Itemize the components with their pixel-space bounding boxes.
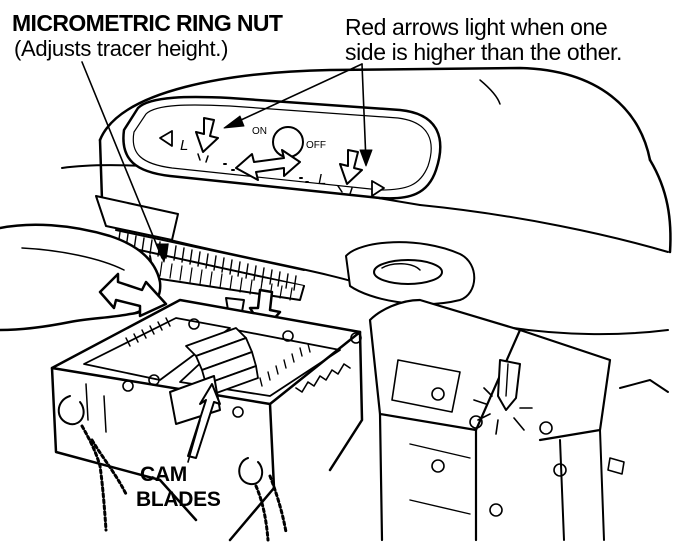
double-arrow-icon <box>235 149 301 181</box>
contact-spark-icon <box>473 387 533 435</box>
cam-blades-label-line2: BLADES <box>136 488 221 511</box>
right-arrow-pointer-icon <box>359 149 373 167</box>
left-side-letter: L <box>180 137 188 154</box>
right-indicator-icon <box>371 180 385 197</box>
right-dial <box>345 241 476 306</box>
micrometric-ring-nut <box>95 195 305 301</box>
left-indicator-icon <box>159 130 173 147</box>
ring-nut-pointer-icon <box>155 243 169 263</box>
switch-off-label: OFF <box>306 140 326 151</box>
control-panel: L L ON OFF <box>122 95 442 200</box>
left-down-arrow-icon <box>195 117 219 163</box>
power-switch-button[interactable] <box>272 126 304 158</box>
hand-illustration <box>0 223 162 332</box>
key-chain-left <box>57 395 128 532</box>
left-arrow-pointer-icon <box>223 115 245 129</box>
right-down-arrow-icon <box>337 149 363 195</box>
arrows-note-line1: Red arrows light when one <box>345 14 608 40</box>
left-clamp <box>50 298 364 542</box>
right-clamp <box>368 298 669 542</box>
ring-nut-title: MICROMETRIC RING NUT <box>12 10 283 36</box>
key-chain-right <box>238 457 288 542</box>
cutter <box>473 359 533 435</box>
cam-pointer-arrow-icon <box>187 383 221 459</box>
switch-on-label: ON <box>252 126 267 137</box>
ring-nut-subtitle: (Adjusts tracer height.) <box>14 36 229 61</box>
arrows-note-line2: side is higher than the other. <box>345 39 622 65</box>
right-side-letter: L <box>318 171 326 188</box>
turn-direction-arrow-icon <box>98 272 168 318</box>
cam-blades-label-line1: CAM <box>140 463 187 486</box>
leader-lines <box>81 61 367 463</box>
